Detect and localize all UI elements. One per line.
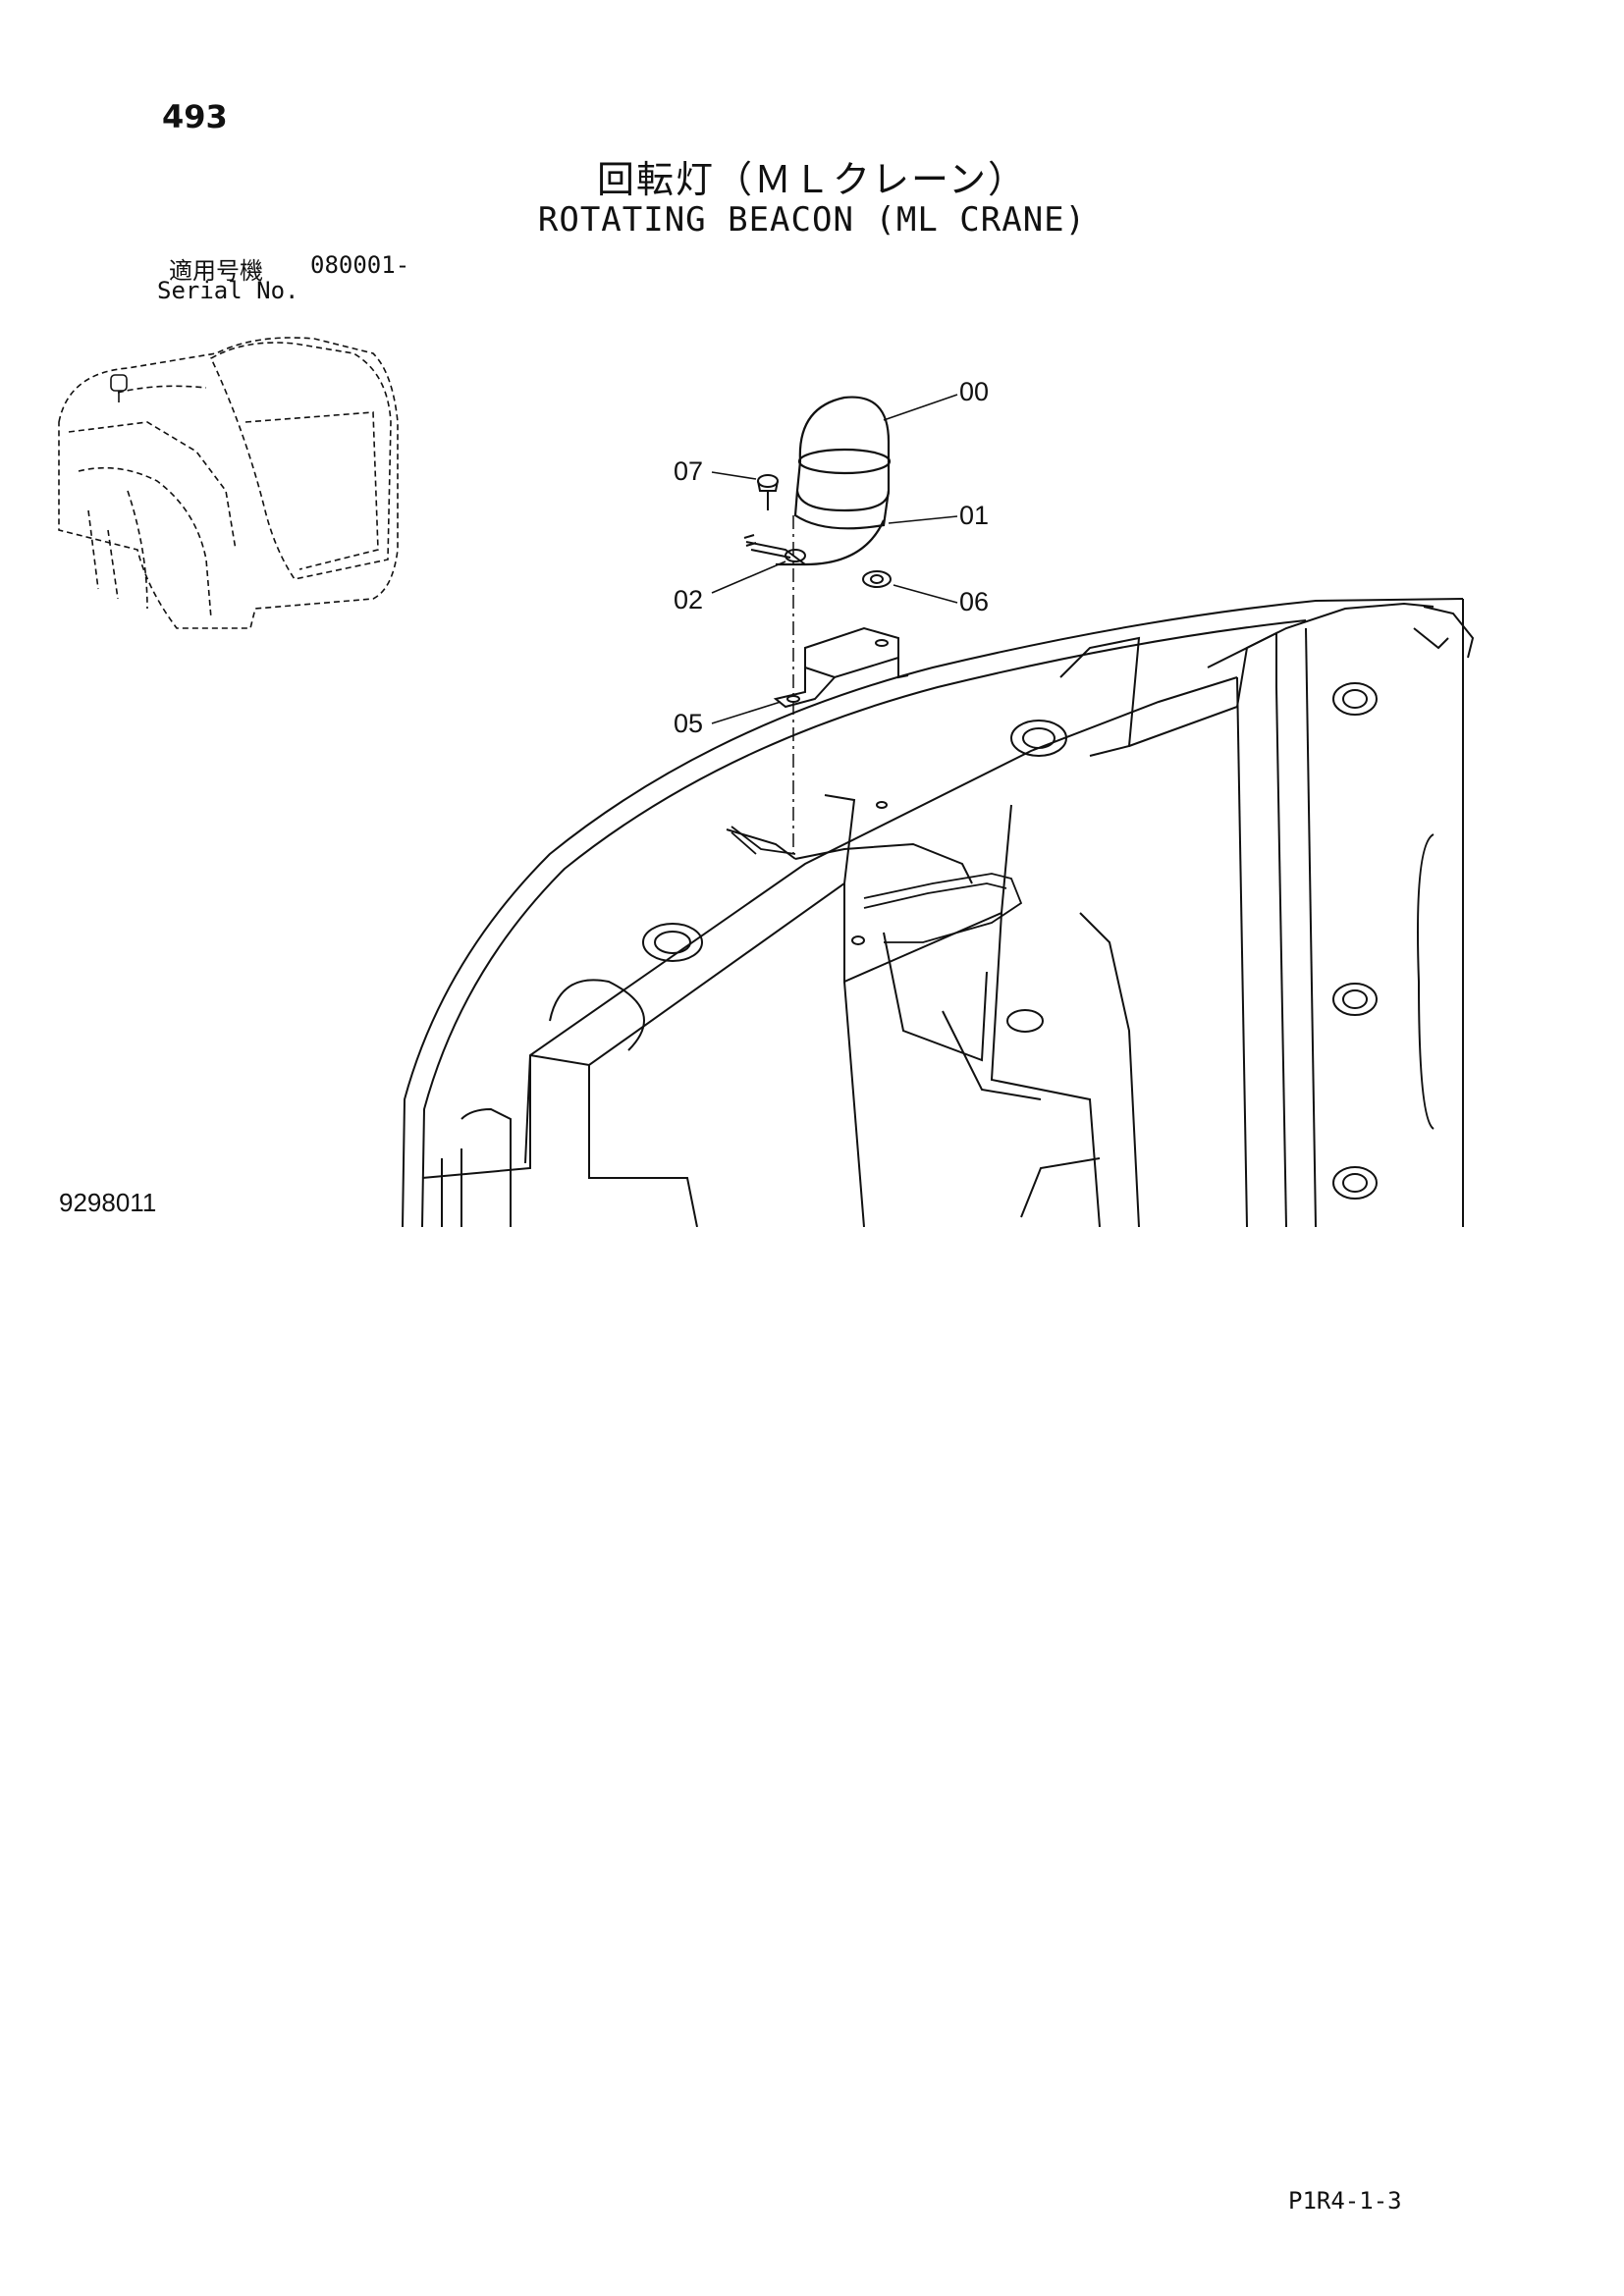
serial-label-japanese: 適用号機 [169,257,263,285]
callout-01: 01 [959,501,990,530]
callout-00: 00 [959,377,990,406]
bolt-drawing [757,474,779,510]
serial-number-value: 080001- [310,251,410,279]
callout-05: 05 [674,709,704,738]
callout-07: 07 [674,456,704,486]
page-number: 493 [162,98,228,135]
serial-label-english: Serial No. [157,277,299,304]
callout-06: 06 [959,587,990,616]
body-harness-drawing [731,826,1023,943]
grommet-drawing [642,682,1378,1200]
callout-02: 02 [674,585,704,614]
figure-number: 9298011 [59,1188,157,1217]
leader-lines [711,394,958,724]
rotating-beacon-drawing [776,396,892,566]
nut-drawing [862,570,892,588]
page-title-japanese: 回転灯（ＭＬクレーン） [596,158,1028,201]
location-thumbnail [58,337,399,629]
thumbnail-beacon-marker [110,374,128,402]
page-title-english: ROTATING BEACON (ML CRANE) [537,200,1087,240]
parts-diagram [58,337,1475,1227]
wiring-harness-drawing [743,534,806,565]
machine-body-drawing [402,598,1475,1227]
footer-page-code: P1R4-1-3 [1288,2187,1402,2215]
